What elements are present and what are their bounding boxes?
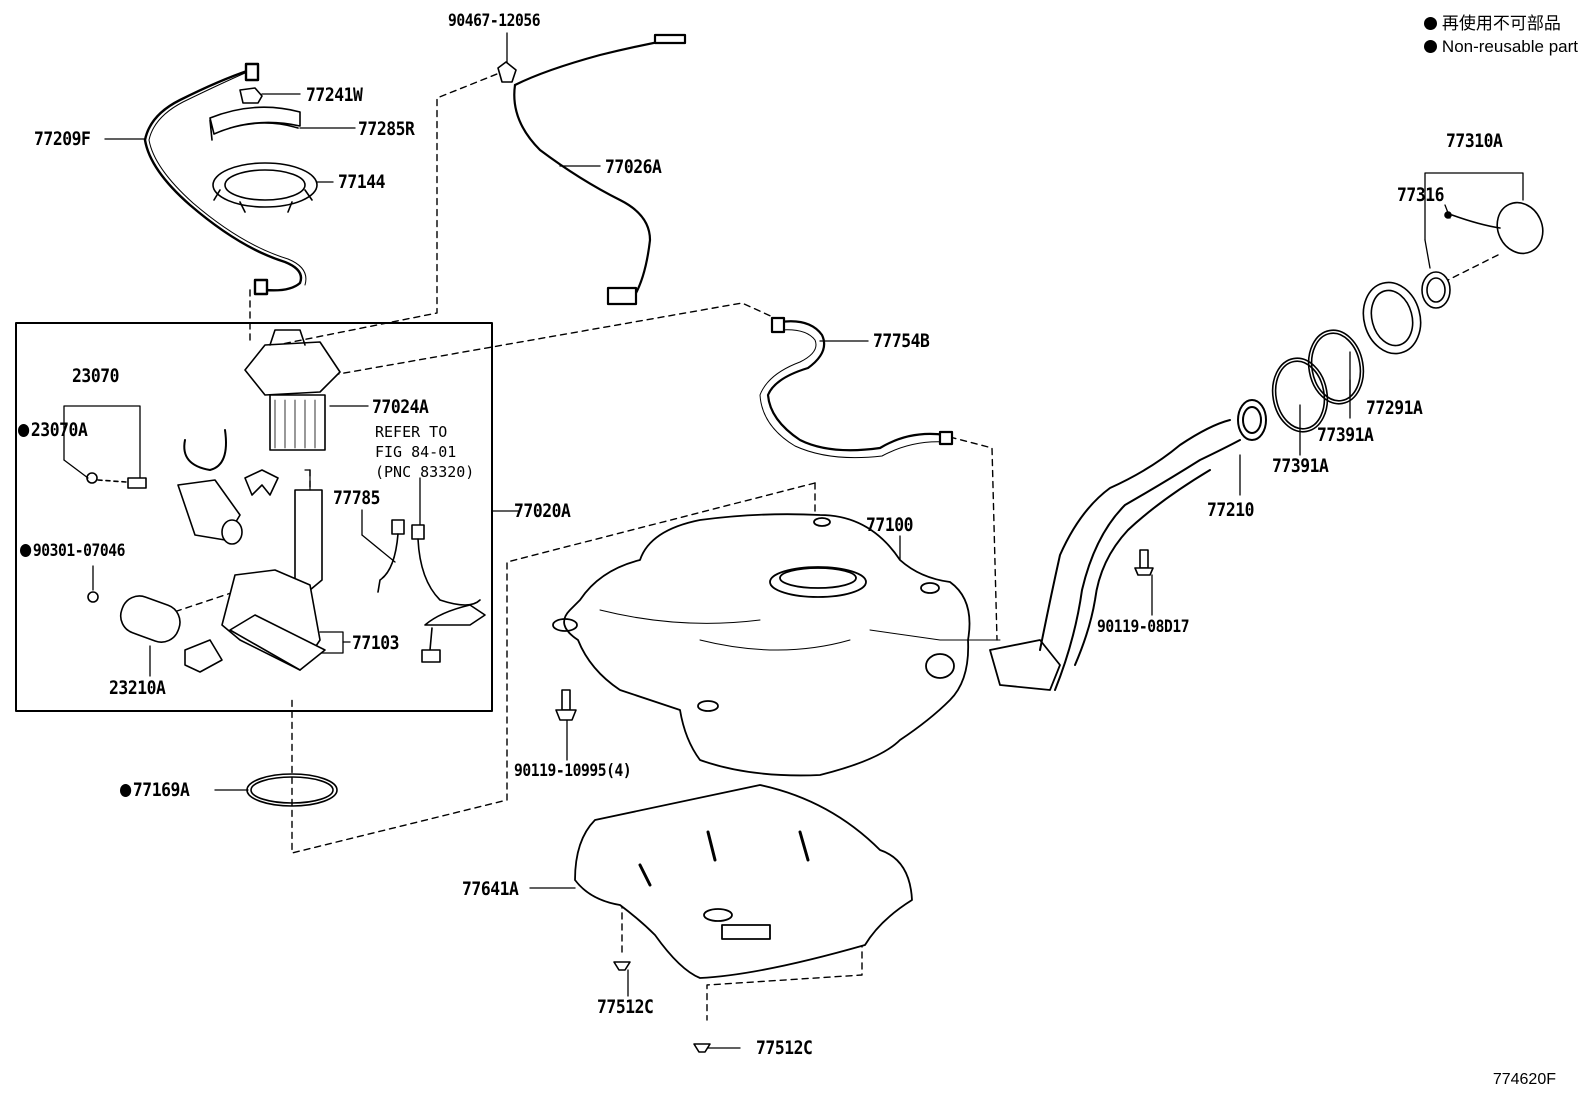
label-77391A-2: 77391A bbox=[1272, 455, 1329, 477]
gasket-77169A bbox=[246, 773, 338, 807]
label-77391A-1: 77391A bbox=[1317, 424, 1374, 446]
label-77103: 77103 bbox=[352, 632, 400, 654]
bolt-90119-10995 bbox=[555, 689, 577, 721]
refer-note: REFER TO FIG 84-01 (PNC 83320) bbox=[375, 423, 475, 481]
tube-77026A bbox=[513, 33, 687, 306]
filler-pipe-77210 bbox=[1039, 399, 1267, 691]
clip-77241W bbox=[239, 87, 263, 104]
label-77641A: 77641A bbox=[462, 878, 519, 900]
wire-harness-77209F bbox=[143, 62, 307, 296]
filter-23210A bbox=[87, 591, 223, 673]
ring-77144 bbox=[212, 162, 318, 213]
label-77100: 77100 bbox=[866, 514, 914, 536]
label-90301: 90301-07046 bbox=[20, 542, 126, 560]
bolt-90119-08D17 bbox=[1134, 549, 1154, 576]
figure-code: 774620F bbox=[1492, 1071, 1556, 1088]
label-77785: 77785 bbox=[333, 487, 381, 509]
cap-77310A bbox=[1444, 201, 1544, 255]
label-77316: 77316 bbox=[1397, 184, 1445, 206]
legend-ja: 再使用不可部品 bbox=[1424, 12, 1578, 35]
assembly-frame bbox=[15, 322, 493, 712]
sender-77785 bbox=[377, 519, 486, 663]
label-77026A: 77026A bbox=[605, 156, 662, 178]
fuel-tank-77100 bbox=[552, 513, 1061, 777]
filler-neck-77291A bbox=[1362, 281, 1422, 355]
clip-77512C-2 bbox=[693, 1043, 711, 1053]
label-90119-10995: 90119-10995(4) bbox=[514, 761, 632, 781]
label-77241W: 77241W bbox=[306, 84, 363, 106]
clip-90467 bbox=[497, 61, 517, 83]
label-77144: 77144 bbox=[338, 171, 386, 193]
protector-77641A bbox=[574, 784, 913, 979]
pump-body-77103 bbox=[221, 469, 326, 671]
label-77285R: 77285R bbox=[358, 118, 415, 140]
label-77754B: 77754B bbox=[873, 330, 930, 352]
gaskets-77391A bbox=[1271, 329, 1365, 433]
bracket-clip bbox=[244, 469, 279, 496]
label-23070: 23070 bbox=[72, 365, 120, 387]
label-90119-08D17: 90119-08D17 bbox=[1097, 617, 1190, 637]
label-23210A: 23210A bbox=[109, 677, 166, 699]
label-90467: 90467-12056 bbox=[448, 11, 541, 31]
legend: 再使用不可部品 Non-reusable part bbox=[1424, 12, 1578, 58]
filter-23070 bbox=[86, 429, 243, 545]
legend-en: Non-reusable part bbox=[1424, 35, 1578, 58]
ring-77316 bbox=[1421, 271, 1451, 309]
label-77512C-2: 77512C bbox=[756, 1037, 813, 1059]
label-77169A: 77169A bbox=[120, 780, 190, 800]
label-23070A: 23070A bbox=[18, 420, 88, 440]
clip-77512C-1 bbox=[613, 961, 631, 971]
pump-module-77024A bbox=[244, 329, 341, 451]
label-77310A: 77310A bbox=[1446, 130, 1503, 152]
label-77024A: 77024A bbox=[372, 396, 429, 418]
label-77020A: 77020A bbox=[514, 500, 571, 522]
label-77209F: 77209F bbox=[34, 128, 91, 150]
retainer-77285R bbox=[209, 106, 301, 141]
label-77210: 77210 bbox=[1207, 499, 1255, 521]
label-77291A: 77291A bbox=[1366, 397, 1423, 419]
label-77512C-1: 77512C bbox=[597, 996, 654, 1018]
hose-77754B bbox=[759, 316, 954, 459]
